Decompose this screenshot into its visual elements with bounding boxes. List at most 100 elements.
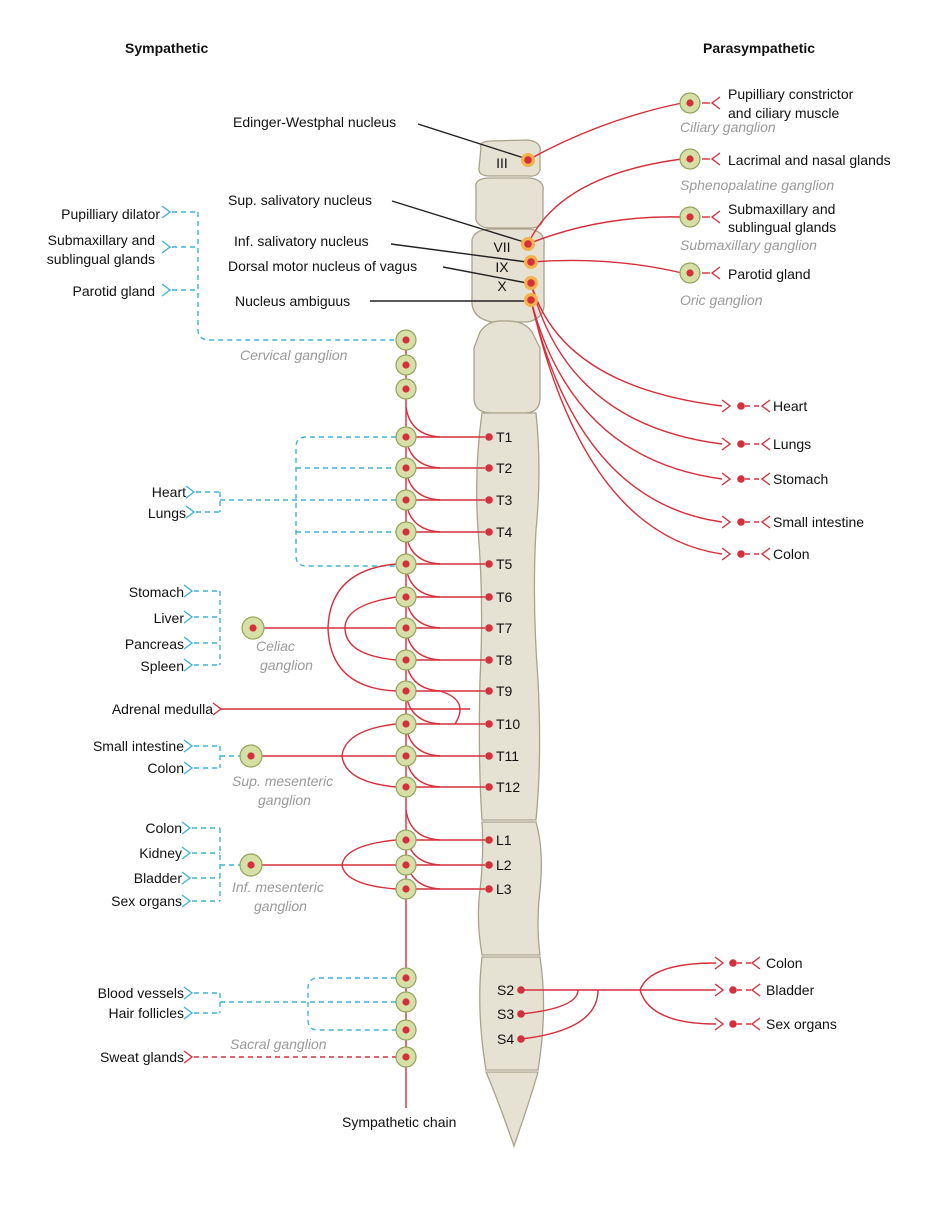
cervical-segment xyxy=(473,320,541,414)
segment-label-T2: T2 xyxy=(496,460,513,476)
chain-ganglion-9-neuron xyxy=(402,593,410,601)
vagus-target-fork-2 xyxy=(760,437,771,451)
cranial-ganglion-4-neuron xyxy=(686,269,694,277)
vagus-fiber-2 xyxy=(530,282,723,445)
otic-target: Parotid gland xyxy=(728,266,811,282)
segment-label-S4: S4 xyxy=(497,1031,514,1047)
sacral-neuron-S3 xyxy=(517,1010,525,1018)
sacral-ganglion-label: Sacral ganglion xyxy=(230,1036,327,1052)
inf-mesenteric-target-fork-2 xyxy=(181,846,192,860)
cranial-nerve-IX: IX xyxy=(495,259,509,275)
sacral-target-fork-2 xyxy=(183,1006,194,1020)
sacral-postganglionic-loop xyxy=(307,977,396,1031)
symp-target-celiac-3: Pancreas xyxy=(125,636,184,652)
vagus-intramural-ganglion-1 xyxy=(737,402,745,410)
segment-label-T6: T6 xyxy=(496,589,513,605)
nucleus-ambiguus-label: Nucleus ambiguus xyxy=(235,293,350,309)
pons-segment xyxy=(475,177,544,229)
symp-target-inf-mesenteric-4: Sex organs xyxy=(111,893,182,909)
symp-target-adrenal-medulla: Adrenal medulla xyxy=(112,701,213,717)
sup-mesenteric-target-fork-2 xyxy=(183,761,194,775)
submaxillary-preganglionic xyxy=(527,216,683,245)
spinal-neuron-L2 xyxy=(485,861,493,869)
thoracic-postganglionic-loop xyxy=(295,436,396,567)
cervical-target-fork-3 xyxy=(161,283,172,297)
spinal-neuron-T8 xyxy=(485,656,493,664)
vagus-preganglionic-fork-5 xyxy=(721,547,732,561)
vagal-target-3: Stomach xyxy=(773,471,828,487)
sup-mesenteric-label-line2: ganglion xyxy=(258,792,311,808)
cranial-ganglion-3-neuron xyxy=(686,213,694,221)
otic-ganglion-label: Oric ganglion xyxy=(680,292,763,308)
segment-label-L2: L2 xyxy=(496,857,512,873)
celiac-target-fork-4 xyxy=(183,658,194,672)
celiac-target-fork-3 xyxy=(183,636,194,650)
vagus-target-fork-4 xyxy=(760,515,771,529)
dorsal-vagus-leader xyxy=(442,266,528,284)
thoracic-target-fork-2 xyxy=(185,505,196,519)
spinal-neuron-T1 xyxy=(485,433,493,441)
ciliary-preganglionic xyxy=(527,102,683,161)
cervical-target-fork-1 xyxy=(161,205,172,219)
spinal-neuron-T4 xyxy=(485,528,493,536)
chain-ganglion-12-neuron xyxy=(402,687,410,695)
edinger-westphal-label: Edinger-Westphal nucleus xyxy=(233,114,396,130)
vagus-target-fork-3 xyxy=(760,472,771,486)
spinal-neuron-T9 xyxy=(485,687,493,695)
adrenal-fork xyxy=(212,702,223,716)
spinal-cord xyxy=(471,139,545,1148)
symp-target-lungs: Lungs xyxy=(148,505,186,521)
pelvic-to-sex-organs xyxy=(639,989,717,1025)
symp-target-celiac-2: Liver xyxy=(154,610,185,626)
sphenopalatine-target: Lacrimal and nasal glands xyxy=(728,152,891,168)
sacral-segment xyxy=(479,956,545,1071)
cranial-nerve-X: X xyxy=(497,278,507,294)
submaxillary-ganglion-label: Submaxillary ganglion xyxy=(680,237,817,253)
sacral-target-2: Bladder xyxy=(766,982,815,998)
segment-label-T1: T1 xyxy=(496,429,513,445)
spinal-neuron-T2 xyxy=(485,464,493,472)
inf-mesenteric-target-fork-1 xyxy=(181,821,192,835)
lumbar-segment xyxy=(477,821,542,956)
segment-label-T3: T3 xyxy=(496,492,513,508)
sphenopalatine-preganglionic xyxy=(527,158,683,245)
pelvic-target-fork-3 xyxy=(750,1017,761,1031)
submaxillary-target-line2: sublingual glands xyxy=(728,219,836,235)
ciliary-target-line2: and ciliary muscle xyxy=(728,105,839,121)
cranial-ganglion-2-neuron xyxy=(686,155,694,163)
inf-mesenteric-splanchnic xyxy=(341,839,397,890)
segment-label-T4: T4 xyxy=(496,524,513,540)
segment-label-T10: T10 xyxy=(496,716,520,732)
symp-target-inf-mesenteric-3: Bladder xyxy=(134,870,183,886)
otic-preganglionic xyxy=(530,259,683,274)
vagus-intramural-ganglion-5 xyxy=(737,550,745,558)
symp-target-sup-mesenteric-2: Colon xyxy=(147,760,184,776)
thoracic-target-fork-1 xyxy=(185,485,196,499)
brainstem-nucleus-5-neuron xyxy=(527,296,535,304)
dorsal-vagus-label: Dorsal motor nucleus of vagus xyxy=(228,258,417,274)
vagus-intramural-ganglion-4 xyxy=(737,518,745,526)
segment-label-S2: S2 xyxy=(497,982,514,998)
sup-mesenteric-ganglion-neuron xyxy=(247,752,255,760)
celiac-splanchnic-inner xyxy=(344,596,397,661)
edinger-westphal-leader xyxy=(417,123,525,159)
symp-target-inf-mesenteric-1: Colon xyxy=(145,820,182,836)
vagus-fiber-5 xyxy=(530,299,723,555)
pelvic-s4-branch xyxy=(520,989,599,1040)
inf-mesenteric-target-fork-4 xyxy=(181,894,192,908)
spinal-neuron-T5 xyxy=(485,560,493,568)
chain-ganglion-16-neuron xyxy=(402,836,410,844)
brainstem-nucleus-2-neuron xyxy=(524,240,532,248)
segment-label-T5: T5 xyxy=(496,556,513,572)
pelvic-to-colon xyxy=(639,962,717,991)
chain-ganglion-21-neuron xyxy=(402,1026,410,1034)
symp-target-sacral-2: Hair follicles xyxy=(109,1005,184,1021)
chain-ganglion-4-neuron xyxy=(402,433,410,441)
inf-salivatory-leader xyxy=(390,243,528,263)
vagus-preganglionic-fork-2 xyxy=(721,437,732,451)
spinal-neuron-L1 xyxy=(485,836,493,844)
chain-ganglion-5-neuron xyxy=(402,464,410,472)
brainstem-nucleus-4-neuron xyxy=(527,279,535,287)
inf-salivatory-label: Inf. salivatory nucleus xyxy=(234,233,369,249)
